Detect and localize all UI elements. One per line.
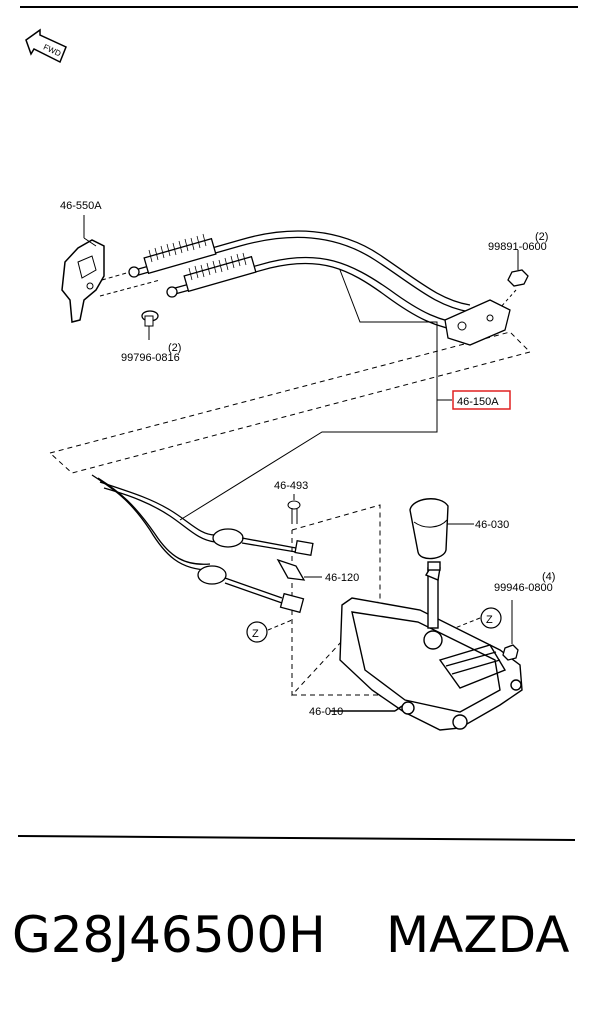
bracket-dash-2 [101,271,131,281]
shift-knob-46-030 [409,498,474,560]
nut-99946-0800 [502,600,519,661]
part-number: G28J46500H [12,906,326,964]
fwd-arrow-icon: FWD [25,28,67,64]
cable-ribs-upper [148,233,247,281]
label-shifter: 46-010 [309,706,343,718]
label-clip: 46-120 [325,572,359,584]
label-bolt-left: 99796-0816 [121,352,180,364]
label-screw: 46-493 [274,480,308,492]
z-marker-left: Z [246,621,268,643]
bolt-99796-0816 [141,310,159,340]
shifter-outline [291,504,381,697]
bottom-divider [17,835,576,841]
z-leader-right [454,617,481,629]
nut-99891-0600 [507,250,529,287]
shift-cables-lower [91,474,314,614]
cable-bracket-right [444,289,517,346]
bracket-46-550a [61,215,105,323]
shift-cables-upper [128,230,471,333]
assembly-outline [48,331,531,474]
label-nut-right-qty: (4) [542,571,555,583]
brand-name: MAZDA [386,906,569,964]
highlight-box [452,390,511,410]
bracket-dash [99,279,161,297]
label-bracket: 46-550A [60,200,102,212]
label-knob: 46-030 [475,519,509,531]
z-leader-left [267,619,293,631]
z-right-label: Z [486,614,493,626]
label-nut-top-qty: (2) [535,231,548,243]
z-left-label: Z [252,628,259,640]
label-nut-top: 99891-0600 [488,241,547,253]
label-bolt-left-qty: (2) [168,342,181,354]
cable-leader [179,269,438,521]
label-cable-assy: 46-150A [457,396,499,408]
clip-46-120 [276,558,322,581]
screw-46-493 [287,494,301,524]
label-nut-right: 99946-0800 [494,582,553,594]
z-marker-right: Z [480,607,502,629]
shifter-assembly-46-010 [330,561,523,731]
